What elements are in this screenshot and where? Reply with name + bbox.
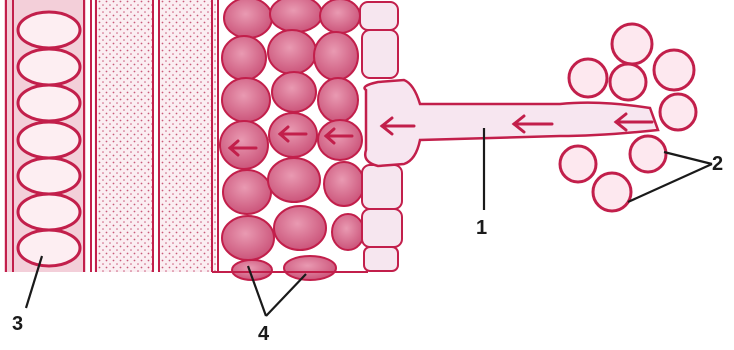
xylem-vessel (4, 0, 91, 272)
leader-soil-a (664, 152, 712, 164)
label-xylem-vessel: 3 (12, 313, 23, 335)
label-root-hair: 1 (476, 217, 487, 239)
label-cortex-cells: 4 (258, 323, 270, 345)
cortex-cells (220, 0, 364, 280)
leader-cortex-b (266, 274, 306, 316)
phloem-band (94, 0, 218, 272)
label-soil-particles: 2 (712, 153, 723, 175)
